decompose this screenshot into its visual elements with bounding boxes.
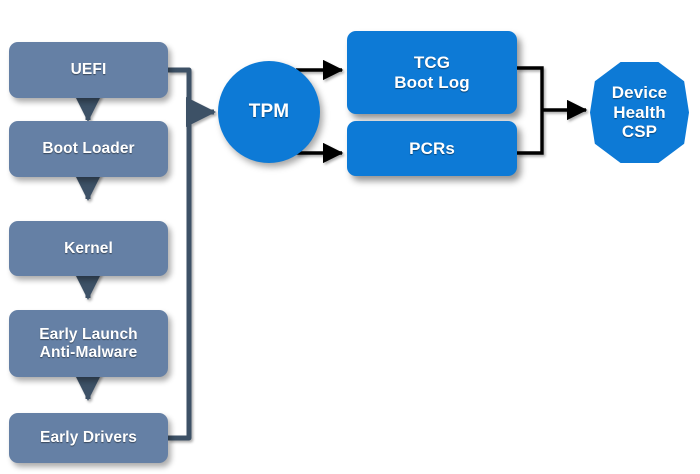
- node-early-launch-anti-malware-label: Early Launch Anti-Malware: [39, 325, 138, 361]
- edge-bus-uefi-branch: [168, 67, 192, 441]
- node-tpm-label: TPM: [248, 100, 290, 122]
- node-device-health-csp[interactable]: Device Health CSP: [590, 62, 689, 163]
- node-tpm[interactable]: TPM: [218, 61, 320, 163]
- node-uefi-label: UEFI: [70, 61, 107, 79]
- node-pcrs-label: PCRs: [409, 138, 455, 158]
- node-device-health-csp-label: Device Health CSP: [611, 82, 668, 142]
- node-boot-loader-label: Boot Loader: [42, 140, 135, 158]
- edge-pcrs-merge: [517, 110, 544, 155]
- node-pcrs[interactable]: PCRs: [347, 121, 517, 176]
- node-early-drivers[interactable]: Early Drivers: [9, 413, 168, 463]
- node-kernel[interactable]: Kernel: [9, 221, 168, 276]
- node-tcg-boot-log[interactable]: TCG Boot Log: [347, 31, 517, 114]
- node-uefi[interactable]: UEFI: [9, 42, 168, 98]
- node-early-launch-anti-malware[interactable]: Early Launch Anti-Malware: [9, 310, 168, 377]
- node-early-drivers-label: Early Drivers: [40, 429, 137, 447]
- node-boot-loader[interactable]: Boot Loader: [9, 121, 168, 177]
- node-kernel-label: Kernel: [64, 239, 113, 257]
- edge-tcg-boot-log-merge: [517, 66, 544, 110]
- node-tcg-boot-log-label: TCG Boot Log: [394, 52, 470, 92]
